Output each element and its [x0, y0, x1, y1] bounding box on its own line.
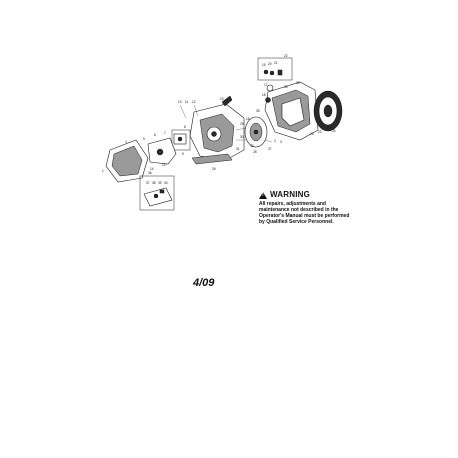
callout-15: 15: [162, 163, 166, 167]
callout-24: 24: [332, 129, 336, 133]
top-parts-inset: 22 19 20 21: [257, 54, 293, 81]
callout-14: 14: [150, 167, 154, 171]
callout-31: 31: [236, 147, 240, 151]
callout-30: 30: [240, 135, 244, 139]
callout-17: 17: [264, 83, 268, 87]
callout-2: 2: [274, 139, 276, 143]
callout-5: 5: [143, 137, 145, 141]
callout-8: 8: [184, 125, 186, 129]
callout-16: 16: [246, 117, 250, 121]
callout-25: 25: [310, 132, 314, 136]
callout-39: 39: [158, 181, 162, 185]
callout-20: 20: [268, 62, 272, 66]
callout-21: 21: [274, 61, 278, 65]
callout-13: 13: [178, 100, 182, 104]
warning-triangle-icon: [259, 191, 267, 199]
callout-37: 37: [146, 181, 150, 185]
lower-parts-inset: 36 37 38 39 40: [139, 171, 175, 211]
callout-4: 4: [125, 140, 127, 144]
callout-29: 29: [240, 122, 244, 126]
callout-26: 26: [212, 167, 216, 171]
carburetor-assembly: 8 9 26 29 30 31 32: [171, 122, 254, 171]
callout-33: 33: [284, 85, 288, 89]
callout-27: 27: [268, 147, 272, 151]
callout-22: 22: [284, 54, 288, 58]
callout-6: 6: [154, 133, 156, 137]
warning-heading-text: WARNING: [270, 190, 311, 199]
callout-7: 7: [164, 131, 166, 135]
callout-12: 12: [192, 100, 196, 104]
flywheel: 16 2 3 27 28: [244, 116, 282, 154]
callout-35: 35: [256, 109, 260, 113]
date-code: 4/09: [193, 277, 215, 289]
callout-38: 38: [152, 181, 156, 185]
engine-housing: 13 11 12 10: [178, 95, 245, 161]
callout-34: 34: [296, 81, 300, 85]
callout-3: 3: [280, 140, 282, 144]
callout-19: 19: [262, 63, 266, 67]
air-filter-assembly: 4 5 6 7 1 14 15: [102, 131, 177, 183]
callout-28: 28: [253, 150, 257, 154]
warning-body: All repairs, adjustments and maintenance…: [259, 201, 350, 225]
callout-40: 40: [164, 181, 168, 185]
warning-heading: WARNING: [259, 191, 351, 199]
callout-32: 32: [250, 144, 254, 148]
callout-9: 9: [182, 152, 184, 156]
callout-23: 23: [318, 130, 322, 134]
blower-housing: 17 33 34 18 35: [256, 81, 319, 141]
callout-18: 18: [262, 93, 266, 97]
callout-36: 36: [148, 171, 152, 175]
callout-11: 11: [185, 100, 189, 104]
impeller: 23 24 25: [310, 90, 343, 136]
warning-notice: WARNING All repairs, adjustments and mai…: [259, 191, 351, 225]
callout-10: 10: [220, 97, 224, 101]
callout-1: 1: [102, 169, 104, 173]
